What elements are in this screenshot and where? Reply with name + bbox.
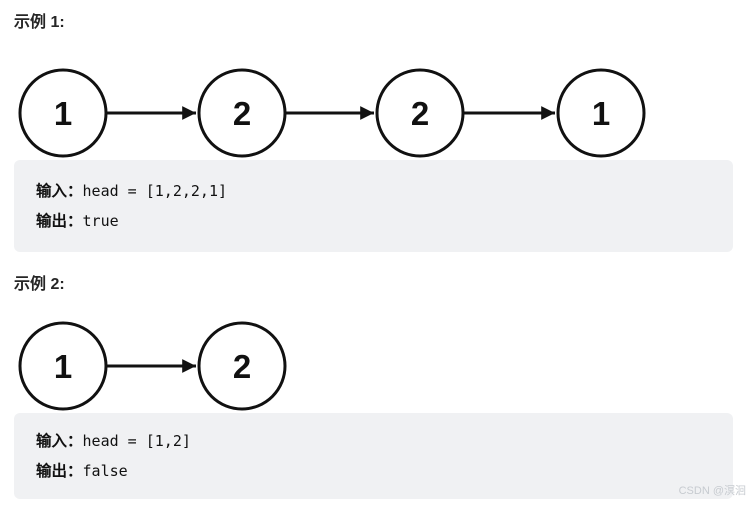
- output-value: true: [82, 212, 119, 230]
- input-line: 输入：head = [1,2,2,1]: [36, 176, 711, 206]
- input-label: 输入：: [36, 433, 83, 450]
- output-label: 输出：: [36, 463, 83, 480]
- example-1-title: 示例 1:: [14, 14, 65, 31]
- input-value: head = [1,2]: [82, 432, 191, 450]
- list-node-circle: [197, 321, 287, 411]
- output-line: 输出：true: [36, 206, 711, 236]
- input-value: head = [1,2,2,1]: [82, 182, 228, 200]
- output-line: 输出：false: [36, 456, 711, 486]
- node-value: 1: [54, 348, 72, 385]
- input-line: 输入：head = [1,2]: [36, 426, 711, 456]
- node-value: 2: [233, 348, 251, 385]
- node-value: 2: [411, 95, 429, 132]
- linked-list-diagram-example-1: 1 2 2 1: [18, 68, 646, 158]
- input-label: 输入：: [36, 183, 83, 200]
- list-node-circle: [18, 321, 108, 411]
- csdn-watermark: CSDN @溟洄: [678, 485, 746, 497]
- node-value: 2: [233, 95, 251, 132]
- list-node-circle: [197, 68, 287, 158]
- output-label: 输出：: [36, 213, 83, 230]
- example-1-io-block: 输入：head = [1,2,2,1] 输出：true: [14, 160, 733, 252]
- list-node-circle: [556, 68, 646, 158]
- list-node-circle: [375, 68, 465, 158]
- output-value: false: [82, 462, 128, 480]
- list-node-circle: [18, 68, 108, 158]
- node-value: 1: [592, 95, 610, 132]
- linked-list-diagram-example-2: 1 2: [18, 321, 287, 411]
- node-value: 1: [54, 95, 72, 132]
- example-2-title: 示例 2:: [14, 276, 65, 293]
- example-2-io-block: 输入：head = [1,2] 输出：false: [14, 413, 733, 499]
